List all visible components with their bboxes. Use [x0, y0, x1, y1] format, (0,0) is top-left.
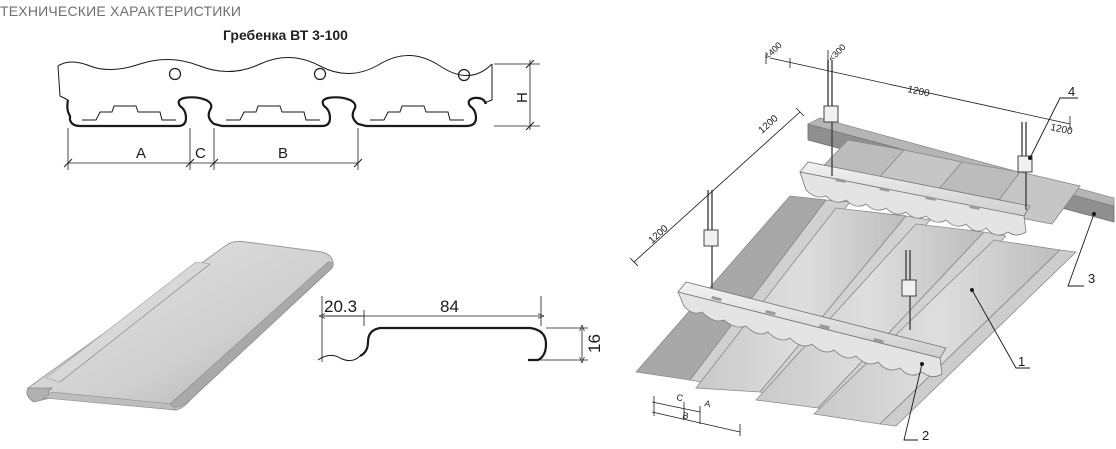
comb-dim-a: A — [136, 145, 146, 162]
profile-section — [317, 296, 588, 362]
comb-drawing — [57, 55, 540, 170]
comb-dim-c: C — [195, 145, 206, 162]
callout-3: 3 — [1088, 271, 1095, 286]
profile-height: 16 — [585, 334, 604, 353]
ceiling-assembly-3d — [635, 60, 1115, 427]
comb-dim-h: H — [514, 92, 531, 103]
comb-dim-b: B — [278, 145, 288, 162]
callout-2: 2 — [922, 428, 929, 443]
assembly-dim-b: B — [682, 410, 690, 421]
dim-1200-right: 1200 — [1049, 122, 1073, 137]
dim-300: <300 — [826, 42, 847, 63]
assembly-dim-a: A — [704, 398, 712, 409]
callout-1: 1 — [1018, 354, 1025, 369]
assembly-dimensions — [629, 50, 1071, 436]
profile-width-left: 20.3 — [324, 297, 357, 316]
panel-strip-3d — [26, 240, 334, 411]
comb-title: Гребенка ВТ 3-100 — [223, 27, 348, 43]
assembly-dim-c: C — [676, 392, 685, 403]
profile-width-main: 84 — [440, 297, 459, 316]
comb-dimension-ticks — [63, 59, 535, 168]
dim-1200-left: 1200 — [647, 223, 671, 246]
section-title: ТЕХНИЧЕСКИЕ ХАРАКТЕРИСТИКИ — [0, 3, 242, 19]
callout-leaders — [903, 97, 1095, 441]
dim-400: <400 — [762, 40, 783, 61]
callout-4: 4 — [1068, 84, 1075, 99]
dim-1200-top: 1200 — [906, 84, 930, 99]
